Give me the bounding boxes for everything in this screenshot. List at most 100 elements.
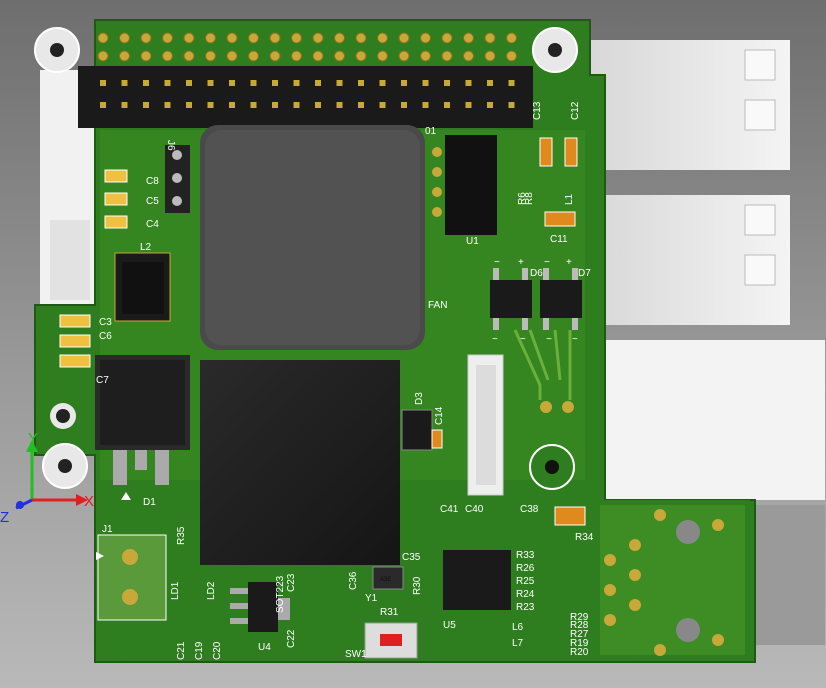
polarity-minus: − [494,257,500,268]
gpio-pin [401,102,407,108]
gpio-pin [444,80,450,86]
ref-r28: R28 [570,620,589,631]
ethernet-pad [712,634,724,646]
u1-chip [432,135,497,235]
gpio-pin [207,102,214,108]
ref-c21: C21 [176,641,187,660]
axis-gizmo: Y X Z [0,430,94,526]
ethernet-pads [604,509,724,656]
gpio-pad [226,50,238,62]
gpio-pin [164,102,171,108]
gpio-pad [183,32,195,44]
ref-c35: C35 [402,552,421,563]
pin1-mark: 01 [425,126,437,137]
ref-r24: R24 [516,589,535,600]
gpio-pad [355,50,367,62]
x-axis-label: X [84,493,94,510]
gpio-pin [121,102,128,108]
ref-l7: L7 [512,638,524,649]
polarity-plus: + [566,257,572,268]
ref-c41: C41 [440,504,459,515]
ref-c7: C7 [96,375,109,386]
ref-ld1: LD1 [170,581,181,600]
gpio-pad [441,50,453,62]
gpio-pad [140,32,152,44]
ref-u1: U1 [466,236,479,247]
ethernet-jack [755,505,825,645]
ref-c3: C3 [99,317,112,328]
gpio-pin [272,80,278,86]
gpio-header [78,32,533,128]
y1-mark: A3E [380,577,391,583]
u5-mcu [443,550,511,610]
gpio-pin [358,102,364,108]
ref-r26: R26 [516,563,535,574]
polarity-minus: − [544,257,550,268]
ethernet-pad [654,509,666,521]
gpio-pin [465,102,472,108]
polarity-tilde: ~ [492,334,498,345]
ref-y1: Y1 [365,593,378,604]
gpio-pin [465,80,472,86]
gpio-pad [484,32,496,44]
d6-d7-bridge [490,268,582,413]
gpio-pad [334,32,345,44]
ref-j1: J1 [102,524,113,535]
gpio-pin [250,102,257,108]
u4-mark: SOT223 [275,575,286,613]
d1-regulator [95,355,190,500]
gpio-pad [398,50,410,62]
ref-c13: C13 [532,101,543,120]
gpio-pin [487,80,493,86]
gpio-pin [143,102,149,108]
gpio-pin [293,102,300,108]
z-axis-label: Z [0,509,9,526]
ethernet-pad [629,569,641,581]
gpio-pin [379,102,386,108]
mounting-holes [34,27,578,490]
ref-c14: C14 [434,406,445,425]
j6-jumper [165,145,190,213]
gpio-pin [121,80,128,86]
gpio-pad [162,32,173,44]
ref-r30: R30 [412,576,423,595]
ref-c40: C40 [465,504,484,515]
polarity-tilde: ~ [546,334,552,345]
gpio-pin [100,80,106,86]
ref-c5: C5 [146,196,159,207]
ethernet-pad [654,644,666,656]
gpio-pin [293,80,300,86]
d3-diode [401,409,433,451]
gpio-pad [205,32,216,44]
gpio-pad [377,50,388,62]
gpio-pad [162,50,173,62]
gpio-pin [100,102,106,108]
gpio-pin [508,102,515,108]
gpio-pin [207,80,214,86]
gpio-pin [422,80,429,86]
gpio-pad [140,50,152,62]
ref-r33: R33 [516,550,535,561]
gpio-pin [143,80,149,86]
smd-capacitors [59,137,586,526]
gpio-pad [248,50,259,62]
y-axis-label: Y [28,430,38,447]
ref-j6: J6 [165,140,176,151]
gpio-pad [463,50,474,62]
polarity-tilde: ~ [520,334,526,345]
gpio-pad [248,32,259,44]
gpio-pin [379,80,386,86]
gpio-pin [229,80,235,86]
ethernet-pad [629,539,641,551]
gpio-pin [336,80,343,86]
gpio-pin [272,102,278,108]
gpio-pin [487,102,493,108]
ref-c6: C6 [99,331,112,342]
ref-ld2: LD2 [206,581,217,600]
ref-r6: R6 [517,192,528,205]
ref-c20: C20 [212,641,223,660]
gpio-pad [441,32,453,44]
gpio-pad [312,50,324,62]
ref-d1: D1 [143,497,156,508]
